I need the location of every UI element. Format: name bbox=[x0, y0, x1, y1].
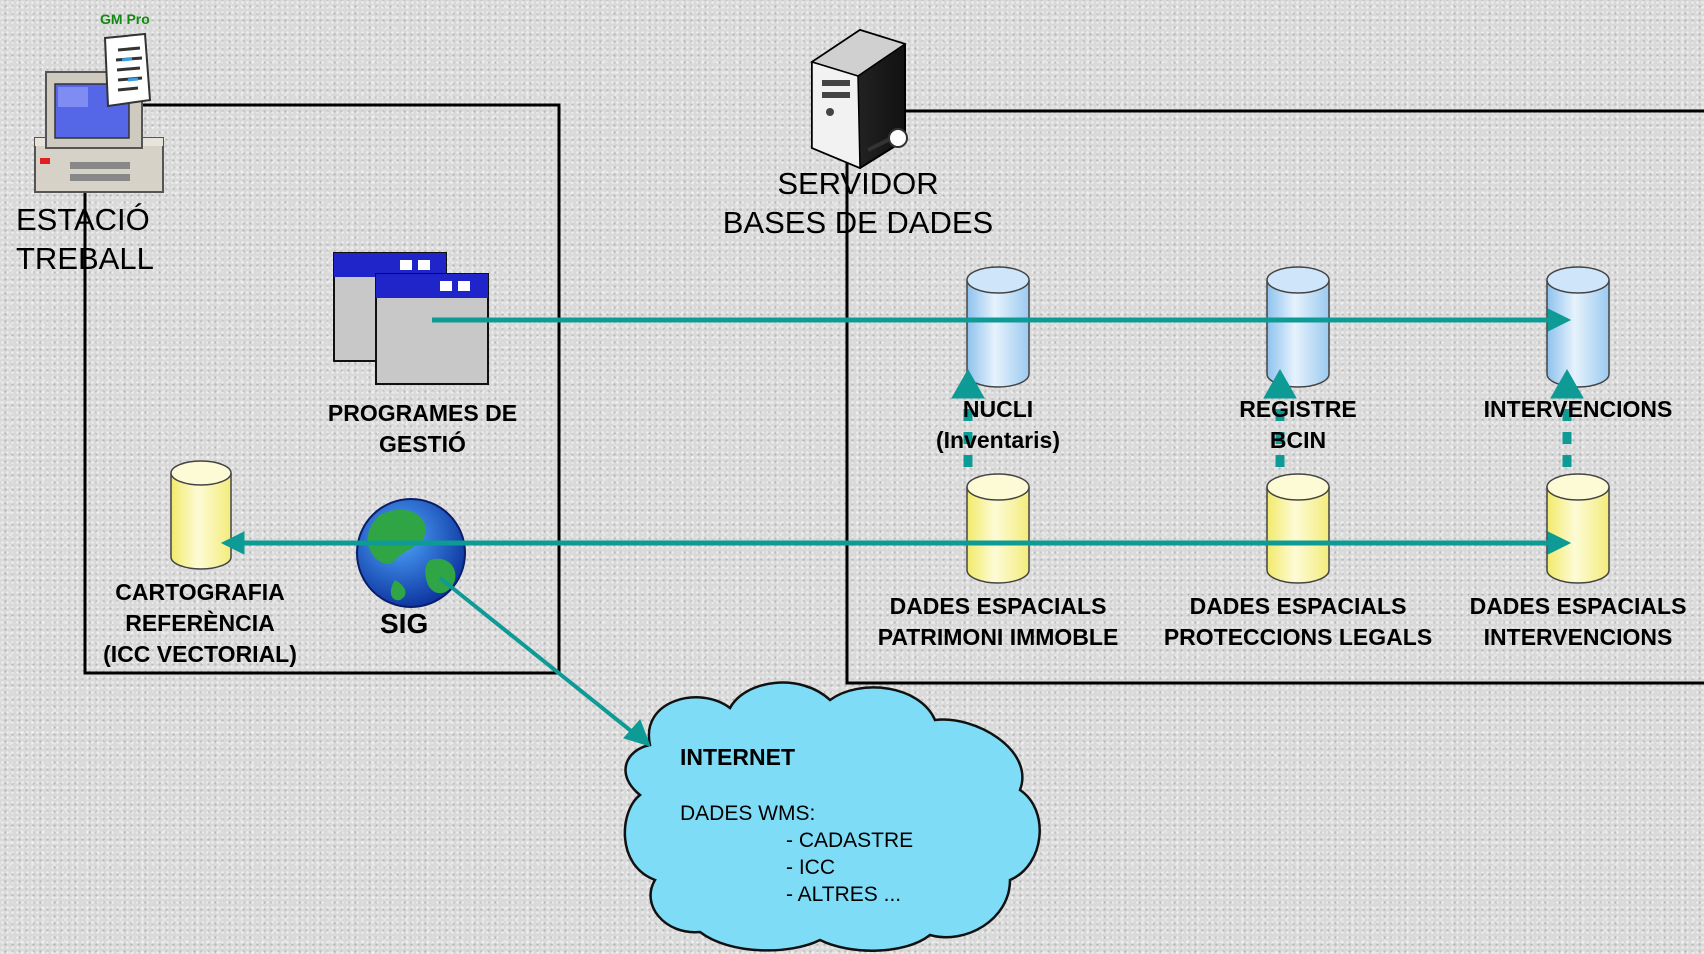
arrowhead-intervencions bbox=[1550, 368, 1584, 399]
registre-label: REGISTRE BCIN bbox=[1239, 396, 1357, 453]
nucli-label: NUCLI (Inventaris) bbox=[936, 396, 1060, 453]
document-icon bbox=[103, 32, 152, 108]
intervencions-label: INTERVENCIONS bbox=[1483, 396, 1673, 422]
arrowhead-spatial-intervencions bbox=[1547, 531, 1572, 555]
gm-pro-badge: GM Pro bbox=[100, 11, 150, 27]
internet-item-altres: - ALTRES ... bbox=[786, 883, 902, 906]
internet-cloud bbox=[623, 681, 1041, 952]
program-windows-icon bbox=[333, 252, 489, 385]
arrowhead-intervencions-db bbox=[1547, 308, 1572, 332]
sig-label: SIG bbox=[380, 608, 429, 639]
arrowhead-registre bbox=[1263, 368, 1297, 399]
internet-subtitle: DADES WMS: bbox=[680, 802, 816, 825]
spatial-proteccions-label: DADES ESPACIALS PROTECCIONS LEGALS bbox=[1163, 593, 1433, 650]
spatial-patrimoni-label: DADES ESPACIALS PATRIMONI IMMOBLE bbox=[877, 593, 1119, 650]
internet-item-icc: - ICC bbox=[786, 856, 835, 879]
internet-title: INTERNET bbox=[680, 744, 795, 770]
server-icon bbox=[810, 28, 908, 170]
workstation-title: ESTACIÓ TREBALL bbox=[16, 202, 154, 276]
spatial-proteccions-cylinder bbox=[1266, 473, 1330, 584]
cartography-cylinder bbox=[170, 460, 232, 570]
nucli-cylinder bbox=[966, 266, 1030, 388]
arrowhead-nucli bbox=[951, 368, 985, 399]
internet-item-cadastre: - CADASTRE bbox=[786, 829, 914, 852]
server-title: SERVIDOR BASES DE DADES bbox=[722, 166, 994, 240]
globe-icon bbox=[356, 498, 466, 608]
arrowhead-cartography bbox=[220, 531, 245, 555]
spatial-intervencions-label: DADES ESPACIALS INTERVENCIONS bbox=[1469, 593, 1687, 650]
workstation-box bbox=[83, 103, 561, 675]
intervencions-cylinder bbox=[1546, 266, 1610, 388]
registre-cylinder bbox=[1266, 266, 1330, 388]
arrowhead-internet bbox=[623, 719, 651, 747]
connectors bbox=[220, 308, 1584, 747]
programs-label: PROGRAMES DE GESTIÓ bbox=[327, 400, 518, 457]
server-box bbox=[845, 109, 1704, 685]
spatial-intervencions-cylinder bbox=[1546, 473, 1610, 584]
connector-sig-internet bbox=[438, 576, 638, 737]
spatial-patrimoni-cylinder bbox=[966, 473, 1030, 584]
cartography-label: CARTOGRAFIA REFERÈNCIA (ICC VECTORIAL) bbox=[103, 579, 297, 667]
